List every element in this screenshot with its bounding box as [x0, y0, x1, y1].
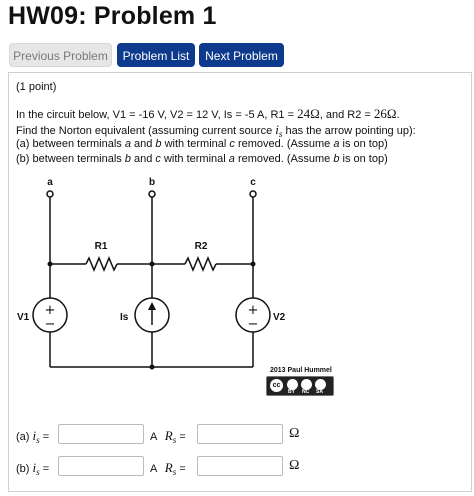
nc-icon: [301, 379, 312, 390]
terminal-ref: a: [124, 138, 131, 150]
statement-text: In the circuit below, V1 = -16 V, V2 = 1…: [16, 109, 298, 121]
license-credit: 2013 Paul Hummel: [270, 367, 332, 374]
statement-text: removed. (Assume: [234, 153, 334, 165]
resistor-r1: [85, 256, 118, 272]
is-subscript: s: [36, 435, 40, 446]
statement-text: (b) between terminals: [16, 153, 125, 165]
problem-list-button[interactable]: Problem List: [117, 43, 195, 67]
r2-label: R2: [195, 241, 208, 252]
terminal-label-b: b: [149, 177, 155, 188]
page-title: HW09: Problem 1: [8, 2, 217, 30]
statement-text: Find the Norton equivalent (assuming cur…: [16, 125, 276, 137]
answer-b-unit-label: A Rs =: [150, 460, 186, 477]
v1-label: V1: [17, 312, 30, 323]
rs-subscript: s: [172, 435, 177, 446]
statement-text: is on top): [339, 153, 388, 165]
nc-label: NC: [302, 389, 310, 395]
rs-symbol: R: [164, 460, 173, 475]
v2-plus-sign: +: [248, 303, 259, 318]
cc-license-badge: cc BY NC SA: [266, 376, 334, 396]
v2-label: V2: [273, 312, 286, 323]
equals-sign: =: [176, 431, 186, 443]
is-subscript: s: [278, 129, 283, 140]
terminal-ref: c: [155, 153, 161, 165]
statement-text: and: [130, 138, 156, 150]
answer-b-current-label: (b) is =: [16, 460, 49, 477]
junction-dot: [250, 261, 256, 267]
r1-label: R1: [95, 241, 108, 252]
previous-problem-button[interactable]: Previous Problem: [9, 43, 112, 67]
answer-b-current-input[interactable]: [58, 456, 144, 476]
answer-a-current-label: (a) is =: [16, 428, 49, 445]
r2-value: 26Ω: [373, 106, 397, 121]
statement-text: and: [130, 153, 156, 165]
statement-text: with terminal: [160, 153, 229, 165]
junction-dot: [47, 261, 53, 267]
terminal-a: [46, 190, 54, 198]
statement-line-1: In the circuit below, V1 = -16 V, V2 = 1…: [16, 106, 400, 122]
answer-prefix: (b): [16, 463, 33, 475]
is-symbol: i: [32, 460, 37, 475]
equals-sign: =: [39, 463, 50, 475]
terminal-c: [249, 190, 257, 198]
answer-a-current-input[interactable]: [58, 424, 144, 444]
terminal-ref: a: [333, 138, 340, 150]
cc-logo-icon: cc: [270, 379, 283, 392]
problem-panel: [8, 72, 472, 492]
rs-symbol: R: [164, 428, 173, 443]
terminal-ref: c: [229, 138, 235, 150]
r1-value: 24Ω: [297, 106, 320, 121]
statement-line-3: (a) between terminals a and b with termi…: [16, 138, 388, 150]
equals-sign: =: [176, 463, 186, 475]
next-problem-button[interactable]: Next Problem: [199, 43, 284, 67]
statement-text: , and R2 =: [319, 109, 374, 121]
statement-text: (a) between terminals: [16, 138, 125, 150]
statement-line-2: Find the Norton equivalent (assuming cur…: [16, 122, 416, 139]
v1-minus-sign: −: [45, 317, 56, 332]
statement-text: is on top): [339, 138, 388, 150]
terminal-b: [148, 190, 156, 198]
statement-line-4: (b) between terminals b and c with termi…: [16, 153, 388, 165]
junction-dot: [149, 364, 155, 370]
sa-icon: [315, 379, 326, 390]
answer-a-resistance-input[interactable]: [197, 424, 283, 444]
is-label: Is: [120, 312, 129, 323]
is-symbol: i: [275, 122, 279, 137]
answer-prefix: (a): [16, 431, 33, 443]
statement-text: has the arrow pointing up):: [282, 125, 416, 137]
is-symbol: i: [32, 428, 37, 443]
junction-dot: [149, 261, 155, 267]
terminal-ref: b: [124, 153, 131, 165]
terminal-label-c: c: [250, 177, 256, 188]
sa-label: SA: [316, 389, 323, 395]
statement-text: with terminal: [161, 138, 230, 150]
terminal-ref: a: [228, 153, 235, 165]
is-subscript: s: [36, 467, 40, 478]
terminal-label-a: a: [47, 177, 53, 188]
statement-text: .: [396, 109, 400, 121]
terminal-ref: b: [155, 138, 162, 150]
rs-subscript: s: [172, 467, 177, 478]
statement-text: removed. (Assume: [234, 138, 334, 150]
answer-b-ohm-unit: Ω: [289, 458, 300, 473]
answer-b-resistance-input[interactable]: [197, 456, 283, 476]
amp-unit: A: [150, 431, 157, 443]
by-icon: [287, 379, 298, 390]
equals-sign: =: [39, 431, 50, 443]
points-label: (1 point): [16, 81, 57, 93]
v1-plus-sign: +: [45, 303, 56, 318]
answer-a-ohm-unit: Ω: [289, 426, 300, 441]
terminal-ref: b: [333, 153, 340, 165]
resistor-r2: [184, 256, 217, 272]
answer-a-unit-label: A Rs =: [150, 428, 186, 445]
by-label: BY: [288, 389, 295, 395]
v2-minus-sign: −: [248, 317, 259, 332]
current-arrow-head: [148, 302, 156, 310]
amp-unit: A: [150, 463, 157, 475]
